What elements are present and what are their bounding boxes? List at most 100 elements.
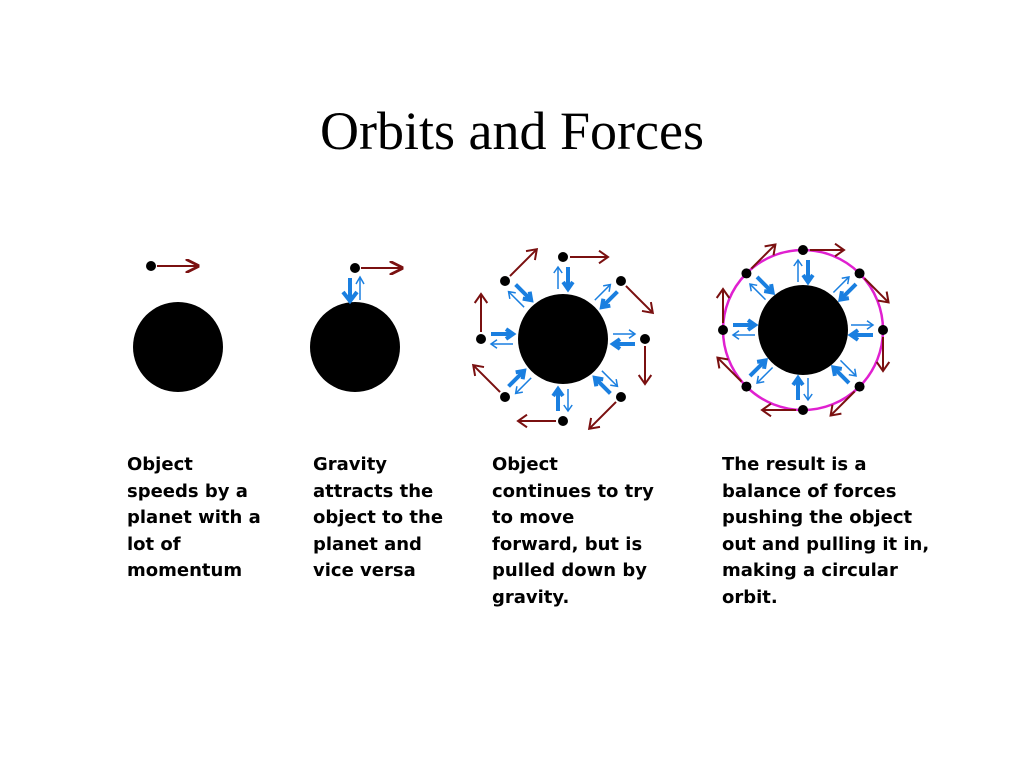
pull-arrow-icon	[832, 276, 850, 294]
pull-arrow-head-icon	[553, 265, 563, 274]
pull-arrow-icon	[756, 366, 774, 384]
caption-panel-4: The result is a balance of forces pushin…	[722, 452, 929, 611]
momentum-arrow-head-icon	[877, 291, 890, 304]
gravity-arrow-head-icon	[756, 357, 768, 370]
pull-arrow-head-icon	[756, 375, 765, 384]
gravity-arrow-icon	[593, 376, 612, 395]
object-dot-icon	[500, 391, 511, 402]
momentum-arrow-head-icon	[587, 417, 601, 431]
momentum-arrow-head-icon	[473, 292, 489, 304]
object-dot-icon	[476, 334, 486, 344]
pull-arrow-head-icon	[355, 275, 365, 285]
momentum-arrow-head-icon	[715, 287, 731, 299]
object-dot-icon	[741, 381, 752, 392]
pull-arrow-icon	[839, 359, 857, 377]
caption-line: making a circular	[722, 560, 898, 581]
caption-line: out and pulling it in,	[722, 533, 930, 555]
momentum-arrow-head-icon	[760, 402, 772, 418]
gravity-arrow-head-icon	[504, 327, 517, 341]
gravity-arrow-head-icon	[791, 374, 805, 387]
pull-arrow-head-icon	[749, 283, 758, 292]
gravity-arrow-head-icon	[561, 280, 575, 293]
momentum-arrow-icon	[588, 401, 617, 430]
gravity-arrow-head-icon	[847, 328, 860, 342]
momentum-arrow-head-icon	[716, 356, 729, 369]
pull-arrow-head-icon	[603, 283, 612, 292]
panel-1-drawing	[133, 261, 223, 392]
object-dot-icon	[878, 325, 888, 335]
momentum-arrow-head-icon	[598, 249, 610, 265]
momentum-arrow-icon	[716, 356, 743, 383]
momentum-arrow-head-icon	[471, 363, 485, 377]
gravity-arrow-head-icon	[801, 273, 815, 286]
pull-arrow-head-icon	[841, 276, 850, 285]
gravity-arrow-head-icon	[515, 368, 527, 380]
gravity-arrow-head-icon	[592, 375, 604, 387]
panel-2-drawing	[310, 263, 402, 392]
gravity-arrow-icon	[600, 290, 619, 309]
momentum-arrow-icon	[750, 243, 777, 270]
gravity-arrow-head-icon	[763, 283, 776, 295]
object-dot-icon	[615, 276, 626, 287]
object-dot-icon	[854, 268, 865, 279]
momentum-arrow-head-icon	[834, 242, 846, 258]
planet-icon	[310, 302, 400, 392]
pull-arrow-head-icon	[793, 258, 803, 267]
pull-arrow-head-icon	[514, 386, 523, 395]
pull-arrow-head-icon	[803, 393, 813, 402]
pull-arrow-icon	[594, 284, 611, 301]
gravity-arrow-icon	[507, 369, 526, 388]
caption-panel-2: Gravity attracts the object to the plane…	[313, 452, 443, 585]
object-dot-icon	[718, 325, 728, 335]
panel-3-drawing	[471, 247, 655, 431]
pull-arrow-head-icon	[731, 330, 740, 340]
momentum-arrow-head-icon	[525, 247, 539, 261]
planet-icon	[518, 294, 608, 384]
pull-arrow-head-icon	[507, 290, 516, 299]
object-dot-icon	[558, 416, 568, 426]
caption-line: continues to try	[492, 480, 654, 502]
momentum-arrow-head-icon	[875, 361, 891, 373]
gravity-arrow-icon	[514, 283, 533, 302]
momentum-arrow-icon	[863, 277, 890, 304]
object-dot-icon	[854, 381, 865, 392]
pull-arrow-head-icon	[563, 404, 573, 413]
caption-line: pulled down by	[492, 560, 647, 581]
object-dot-icon	[558, 252, 568, 262]
pull-arrow-icon	[601, 370, 618, 387]
caption-line: attracts the	[313, 480, 434, 502]
gravity-arrow-icon	[839, 282, 858, 302]
momentum-arrow-head-icon	[641, 301, 655, 315]
caption-line: gravity.	[492, 586, 570, 608]
planet-icon	[758, 285, 848, 375]
panel-4-drawing	[715, 242, 891, 418]
gravity-arrow-icon	[755, 275, 775, 294]
pull-arrow-head-icon	[866, 320, 875, 330]
momentum-arrow-head-icon	[764, 243, 777, 256]
object-dot-icon	[615, 391, 626, 402]
caption-line: speeds by a	[127, 480, 248, 502]
object-dot-icon	[640, 334, 650, 344]
caption-line: planet with a	[127, 507, 261, 528]
object-dot-icon	[798, 245, 808, 255]
caption-line: pushing the object	[722, 507, 913, 528]
gravity-arrow-icon	[831, 366, 851, 385]
caption-line: planet and	[313, 533, 422, 555]
gravity-arrow-head-icon	[599, 298, 611, 310]
caption-line: vice versa	[313, 560, 416, 581]
gravity-arrow-head-icon	[746, 318, 759, 332]
gravity-arrow-head-icon	[838, 290, 850, 303]
caption-line: to move	[492, 507, 575, 528]
caption-line: orbit.	[722, 586, 778, 608]
pull-arrow-icon	[749, 283, 767, 301]
gravity-arrow-head-icon	[609, 337, 622, 351]
momentum-arrow-icon	[625, 285, 654, 314]
object-dot-icon	[146, 261, 156, 271]
object-dot-icon	[500, 276, 511, 287]
momentum-arrow-icon	[472, 364, 501, 393]
pull-arrow-icon	[508, 291, 525, 308]
caption-line: momentum	[127, 560, 243, 581]
object-dot-icon	[350, 263, 360, 273]
caption-line: Gravity	[313, 454, 388, 475]
